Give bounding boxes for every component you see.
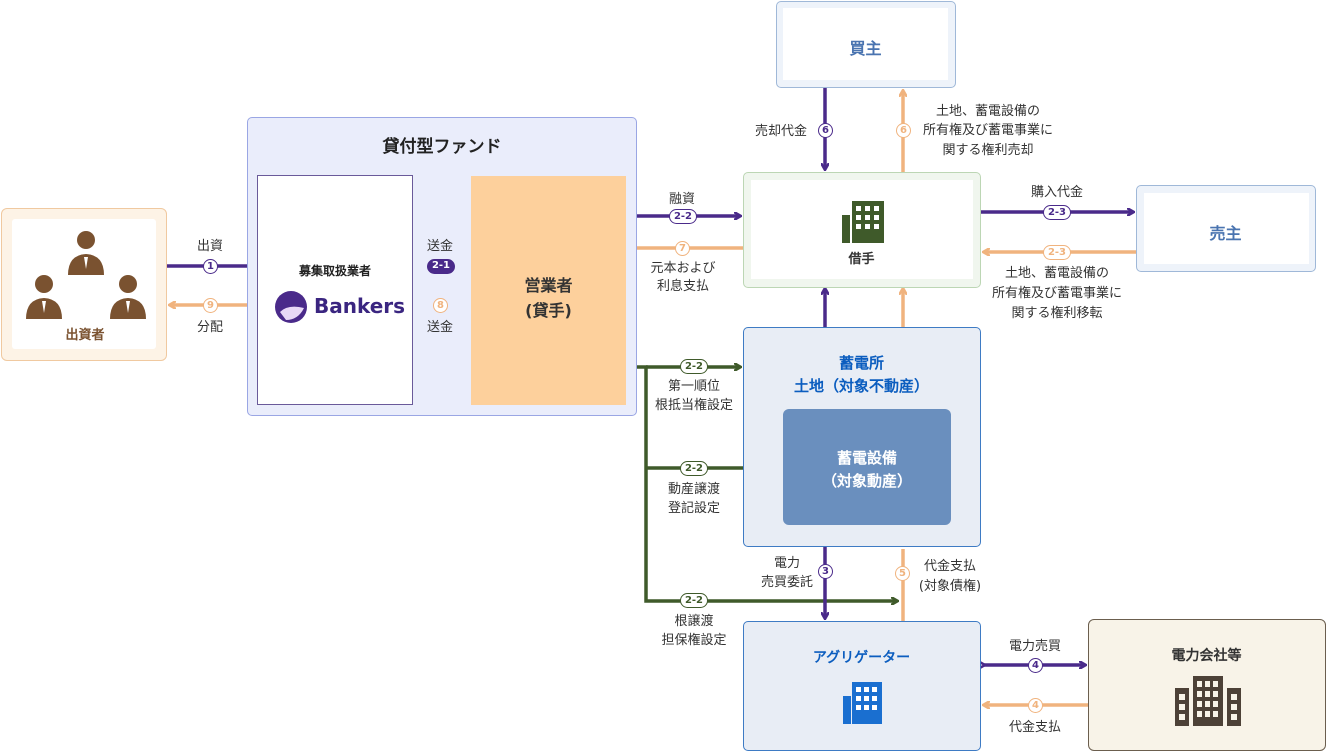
- mortgage-line1: 第一順位: [667, 379, 720, 394]
- price-pay-badge: 5: [895, 566, 910, 581]
- power-co-box: 電力会社等: [1088, 619, 1326, 751]
- borrower-box: 借手: [743, 172, 981, 288]
- purchase-price-badge: 2-3: [1043, 205, 1071, 220]
- purchase-rights-badge: 2-3: [1043, 245, 1071, 260]
- investor-label: 出資者: [65, 328, 105, 343]
- sale-rights-badge: 6: [896, 123, 911, 138]
- transfer-badge: 2-2: [680, 461, 708, 476]
- broker-box: 募集取扱業者 Bankers: [257, 175, 413, 405]
- mortgage-badge: 2-2: [680, 359, 708, 374]
- sale-rights-line2: 所有権及び蓄電事業に: [922, 123, 1053, 138]
- price-pay2-label: 代金支払: [1008, 720, 1061, 735]
- broker-label: 募集取扱業者: [298, 264, 371, 278]
- power-trade-badge: 4: [1028, 658, 1043, 673]
- buyer-box: 買主: [776, 1, 956, 88]
- purchase-rights-line2: 所有権及び蓄電事業に: [991, 286, 1122, 301]
- equipment-line1: 蓄電設備: [836, 449, 897, 467]
- sale-price-label: 売却代金: [754, 124, 807, 139]
- power-consign-line1: 電力: [773, 556, 800, 571]
- sale-price-badge: 6: [818, 123, 833, 138]
- lender-line1: 営業者: [524, 276, 573, 295]
- bankers-logo-icon: [275, 291, 307, 323]
- building-icon: [842, 201, 884, 243]
- buildings-icon: [1175, 676, 1241, 726]
- price-pay-line2: (対象債権): [918, 579, 982, 594]
- invest-label: 出資: [196, 239, 223, 254]
- repay-line2: 利息支払: [656, 279, 709, 294]
- finance-badge: 2-2: [669, 209, 697, 224]
- transfer-line2: 登記設定: [667, 501, 720, 516]
- plant-box: 蓄電所 土地（対象不動産） 蓄電設備 （対象動産）: [743, 327, 981, 547]
- borrower-label: 借手: [848, 252, 875, 267]
- collateral-line1: 根譲渡: [674, 614, 714, 629]
- repay-badge: 7: [675, 241, 690, 256]
- collateral-badge: 2-2: [680, 593, 708, 608]
- purchase-rights-line1: 土地、蓄電設備の: [1004, 266, 1109, 281]
- bankers-logo-text: Bankers: [314, 294, 406, 318]
- buyer-label: 買主: [849, 39, 882, 58]
- equipment-line2: （対象動産）: [821, 472, 912, 490]
- purchase-price-label: 購入代金: [1030, 185, 1083, 200]
- lender-box: 営業者 (貸手): [471, 176, 626, 405]
- fund-title: 貸付型ファンド: [382, 137, 502, 157]
- seller-label: 売主: [1209, 224, 1242, 243]
- aggregator-box: アグリゲーター: [743, 621, 981, 751]
- power-co-label: 電力会社等: [1171, 648, 1242, 664]
- plant-line2: 土地（対象不動産）: [793, 377, 929, 395]
- sale-rights-line1: 土地、蓄電設備の: [935, 104, 1040, 119]
- people-icon: [26, 231, 146, 319]
- price-pay-line1: 代金支払: [923, 559, 976, 574]
- power-trade-label: 電力売買: [1008, 639, 1061, 654]
- remit-out-label: 送金: [426, 320, 453, 335]
- price-pay2-badge: 4: [1028, 698, 1043, 713]
- repay-line1: 元本および: [650, 261, 716, 276]
- investor-box: 出資者: [1, 208, 167, 361]
- building-blue-icon: [843, 682, 882, 724]
- lender-line2: (貸手): [525, 301, 572, 320]
- finance-label: 融資: [668, 192, 695, 207]
- mortgage-line2: 根抵当権設定: [654, 398, 733, 413]
- distribute-badge: 9: [203, 298, 218, 313]
- power-consign-line2: 売買委託: [760, 575, 813, 590]
- remit-out-badge: 8: [433, 298, 448, 313]
- power-consign-badge: 3: [818, 564, 833, 579]
- invest-badge: 1: [203, 259, 218, 274]
- transfer-line1: 動産譲渡: [667, 482, 720, 497]
- remit-in-label: 送金: [426, 239, 453, 254]
- distribute-label: 分配: [196, 320, 223, 335]
- sale-rights-line3: 関する権利売却: [942, 143, 1034, 158]
- remit-in-badge: 2-1: [427, 259, 455, 274]
- collateral-line2: 担保権設定: [661, 633, 727, 648]
- seller-box: 売主: [1136, 185, 1316, 272]
- aggregator-label: アグリゲーター: [812, 650, 911, 666]
- purchase-rights-line3: 関する権利移転: [1011, 306, 1103, 321]
- equipment-box: 蓄電設備 （対象動産）: [783, 409, 951, 525]
- plant-line1: 蓄電所: [838, 354, 884, 372]
